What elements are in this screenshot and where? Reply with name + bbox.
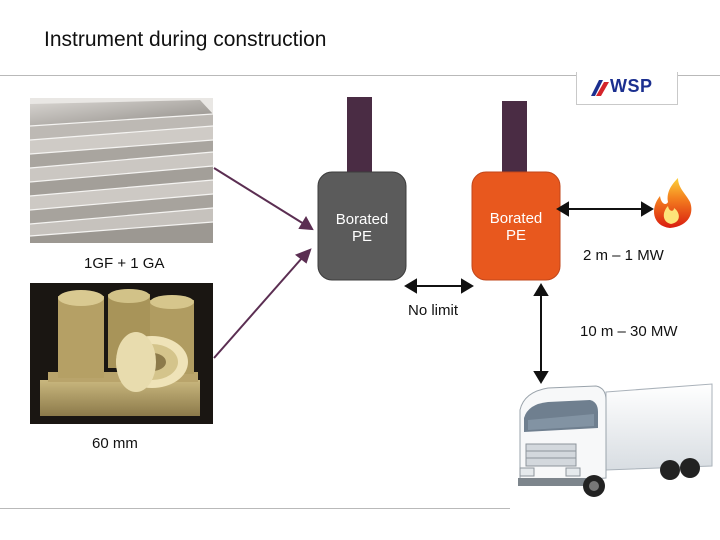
container-right	[471, 101, 561, 281]
slide-title: Instrument during construction	[44, 28, 327, 51]
fire-icon	[654, 178, 692, 228]
panel-material-label: 1GF + 1 GA	[84, 255, 165, 272]
bottom-divider	[0, 508, 510, 509]
truck-distance-label: 10 m – 30 MW	[580, 323, 678, 340]
wsp-logo-icon	[591, 80, 609, 96]
fire-distance-arrow	[556, 201, 654, 217]
logo-box: WSP	[576, 72, 678, 105]
fire-distance-label: 2 m – 1 MW	[583, 247, 664, 264]
truck-icon	[518, 383, 713, 497]
container-left	[317, 97, 407, 281]
no-limit-label: No limit	[408, 302, 459, 319]
mineral-wool-image	[30, 283, 213, 424]
container-left-label: Borated PE	[335, 211, 389, 245]
no-limit-arrow	[404, 278, 474, 294]
container-right-label: Borated PE	[489, 210, 543, 244]
gypsum-panels-image	[29, 98, 214, 243]
top-divider	[0, 75, 720, 76]
logo-text: WSP	[610, 76, 653, 96]
truck-distance-arrow	[533, 283, 549, 384]
material-arrows	[213, 167, 314, 359]
insulation-thickness-label: 60 mm	[92, 435, 138, 452]
